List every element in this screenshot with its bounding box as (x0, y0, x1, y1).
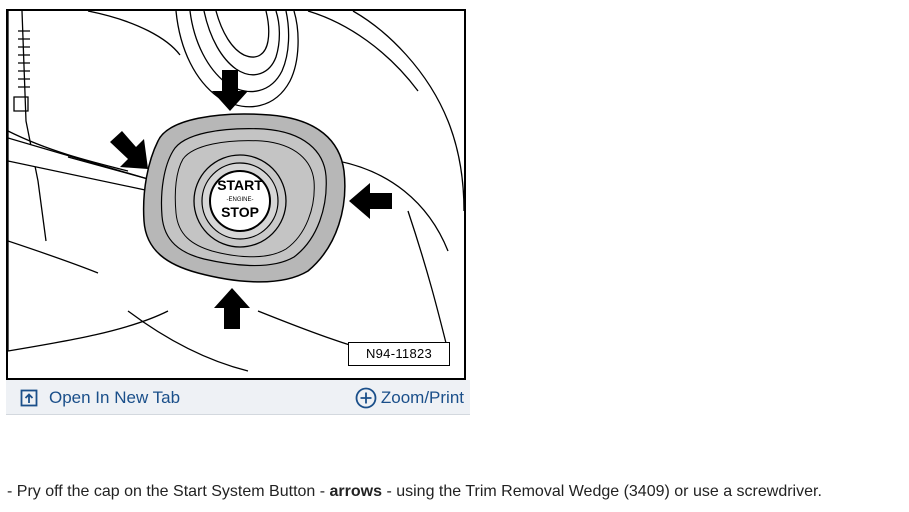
open-in-new-tab-button[interactable]: Open In New Tab (20, 380, 180, 415)
start-stop-button-diagram: START -ENGINE- STOP (8, 11, 464, 372)
instruction-suffix: - using the Trim Removal Wedge (3409) or… (382, 483, 822, 500)
open-external-icon (20, 389, 38, 407)
instruction-step: - Pry off the cap on the Start System Bu… (7, 483, 822, 501)
instruction-bold: arrows (329, 483, 382, 500)
arrow-diagonal-icon (110, 131, 148, 169)
button-text-stop: STOP (221, 204, 259, 220)
open-in-new-tab-label: Open In New Tab (49, 387, 181, 407)
arrow-up-icon (214, 288, 250, 329)
illustration-figure: START -ENGINE- STOP N94-11823 (6, 9, 466, 380)
figure-toolbar: Open In New Tab Zoom/Print (6, 380, 470, 415)
button-text-start: START (217, 177, 263, 193)
arrow-left-icon (349, 183, 392, 219)
plus-circle-icon (355, 387, 377, 409)
zoom-print-button[interactable]: Zoom/Print (355, 380, 464, 415)
figure-id-label: N94-11823 (348, 342, 450, 366)
zoom-print-label: Zoom/Print (380, 387, 464, 407)
arrow-down-icon (212, 70, 248, 111)
instruction-prefix: - Pry off the cap on the Start System Bu… (7, 483, 330, 500)
button-text-engine: -ENGINE- (227, 197, 254, 203)
